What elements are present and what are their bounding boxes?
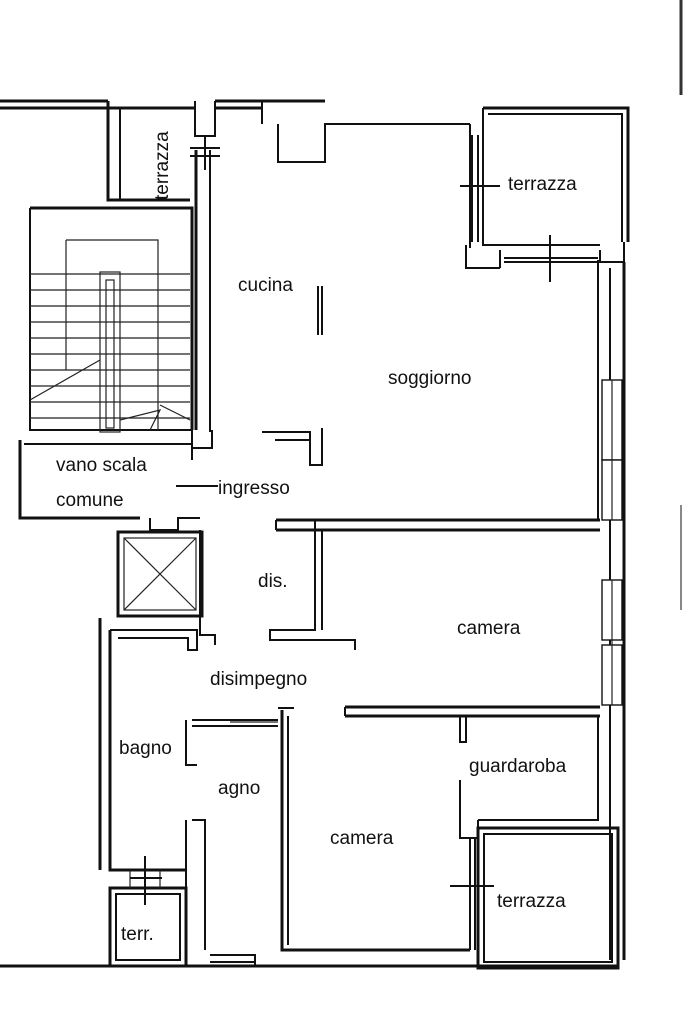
room-label-terrazza-top-right: terrazza — [508, 174, 577, 195]
room-label-camera-1: camera — [457, 618, 521, 639]
room-label-terr: terr. — [121, 924, 154, 945]
room-label-disimpegno: disimpegno — [210, 669, 307, 690]
room-label-bagno-1: bagno — [119, 738, 172, 759]
room-label-dis: dis. — [258, 571, 288, 592]
window-symbols — [130, 135, 598, 905]
room-label-camera-2: camera — [330, 828, 394, 849]
room-label-terrazza-top-left: terrazza — [152, 131, 173, 200]
walls — [0, 99, 630, 970]
room-label-soggiorno: soggiorno — [388, 368, 471, 389]
room-label-guardaroba: guardaroba — [469, 756, 567, 777]
room-label-ingresso: ingresso — [218, 478, 290, 499]
room-label-bagno-2: agno — [218, 778, 260, 799]
room-label-cucina: cucina — [238, 275, 293, 296]
room-label-vano-scala: vano scala — [56, 455, 147, 476]
room-label-comune: comune — [56, 490, 124, 511]
room-label-terrazza-bottom-right: terrazza — [497, 891, 566, 912]
